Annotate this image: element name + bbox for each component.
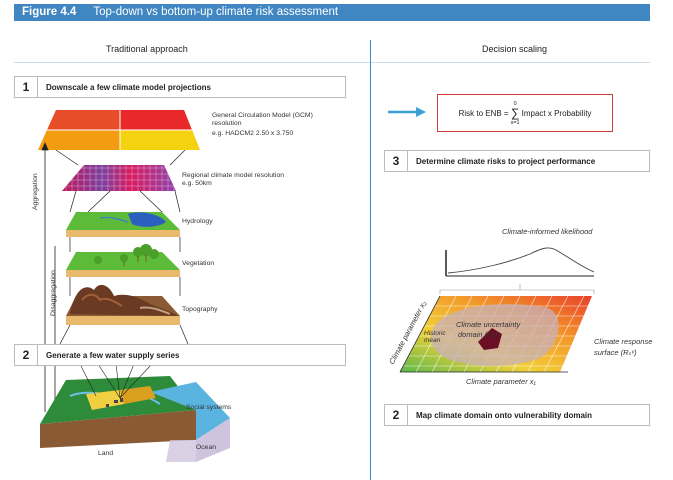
right-step-3: 3 Determine climate risks to project per… [384,150,650,172]
formula-lhs: Risk to ENB = [458,108,509,118]
step-number: 1 [15,77,38,97]
uncertainty-label: Climate uncertainty domain (Dˢ) [456,320,521,339]
step-number: 2 [385,405,408,425]
right-step-2: 2 Map climate domain onto vulnerability … [384,404,650,426]
hydrology-label: Hydrology [182,218,213,225]
response-surface-label: Climate response surface (Rₛᵛ) [594,337,653,357]
step-label: Determine climate risks to project perfo… [416,156,596,166]
historic-mean-label: Historic mean [424,330,446,344]
historic-mean-region [478,328,502,350]
formula-rhs: Impact x Probability [521,108,592,118]
ocean-label: Ocean [196,444,217,451]
column-divider [370,40,371,480]
figure-header: Figure 4.4 Top-down vs bottom-up climate… [14,4,650,21]
likelihood-label: Climate-informed likelihood [502,227,593,236]
landscape-block [40,376,230,462]
left-step-2: 2 Generate a few water supply series [14,344,346,366]
aggregation-arrowhead [41,141,49,151]
param-x1-label: Climate parameter x₁ [466,377,536,386]
risk-formula-box: Risk to ENB = 0 ∑ s=1 Impact x Probabili… [437,94,613,132]
left-heading: Traditional approach [106,44,188,54]
step-number: 2 [15,345,38,365]
step-label: Downscale a few climate model projection… [46,82,211,92]
land-label: Land [98,450,114,457]
topography-label: Topography [182,306,218,313]
social-systems-label: Social systems [186,404,232,411]
step-number: 3 [385,151,408,171]
step-label: Generate a few water supply series [46,350,180,360]
regional-label: Regional climate model resolution e.g. 5… [182,172,285,187]
figure-title: Top-down vs bottom-up climate risk asses… [93,6,339,18]
figure-number: Figure 4.4 [22,6,77,18]
vegetation-label: Vegetation [182,260,215,267]
header-rule [14,62,650,63]
gcm-label: General Circulation Model (GCM) resoluti… [212,112,313,137]
formula-sum: 0 ∑ s=1 [510,100,520,126]
left-step-1: 1 Downscale a few climate model projecti… [14,76,346,98]
likelihood-curve [447,247,595,274]
right-heading: Decision scaling [482,44,548,54]
step-label: Map climate domain onto vulnerability do… [416,410,593,420]
